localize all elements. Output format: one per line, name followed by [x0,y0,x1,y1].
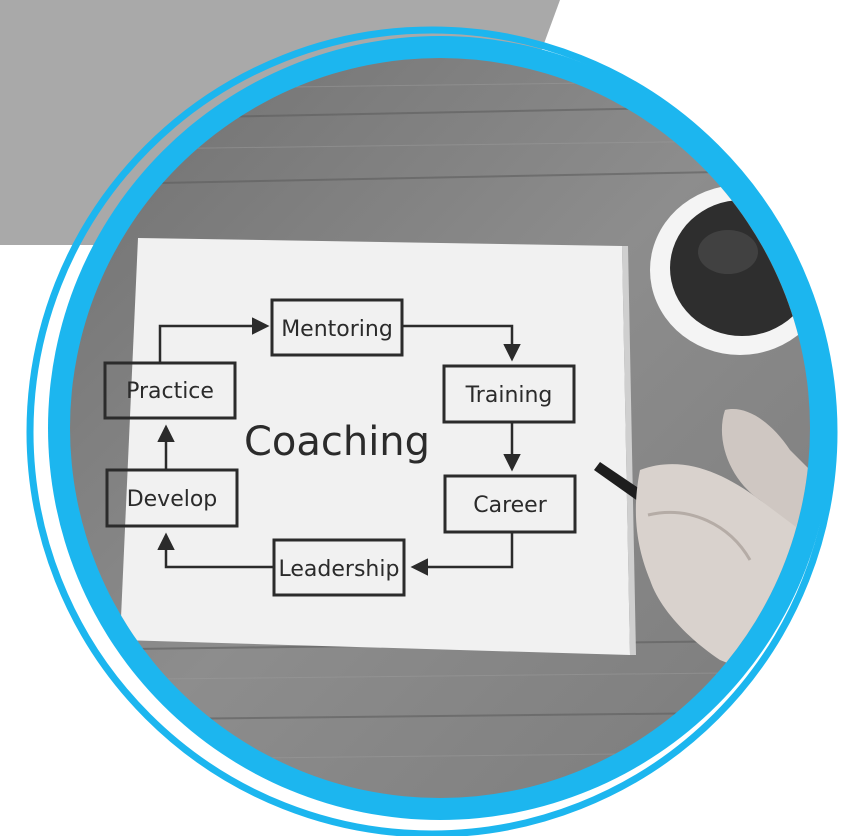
career-label: Career [473,493,547,518]
paper-sheet [120,238,630,655]
arrow-leadership-to-develop [157,532,274,569]
arrow-mentoring-to-training [402,324,521,362]
leadership-label: Leadership [279,557,400,582]
career-box [443,474,577,534]
coaching-center-label: Coaching [244,419,430,465]
outer-ring [26,26,838,836]
practice-box [103,361,237,420]
training-label: Training [465,383,553,408]
develop-label: Develop [127,487,218,512]
photo: Mentoring Training Career Leadership Dev… [70,58,810,798]
practice-label: Practice [126,379,214,404]
arrow-practice-to-mentoring [158,317,270,363]
arrow-career-to-leadership [410,532,514,576]
mentoring-box [270,298,404,357]
mentoring-label: Mentoring [281,317,393,342]
training-box [442,364,576,424]
develop-box [105,468,239,528]
